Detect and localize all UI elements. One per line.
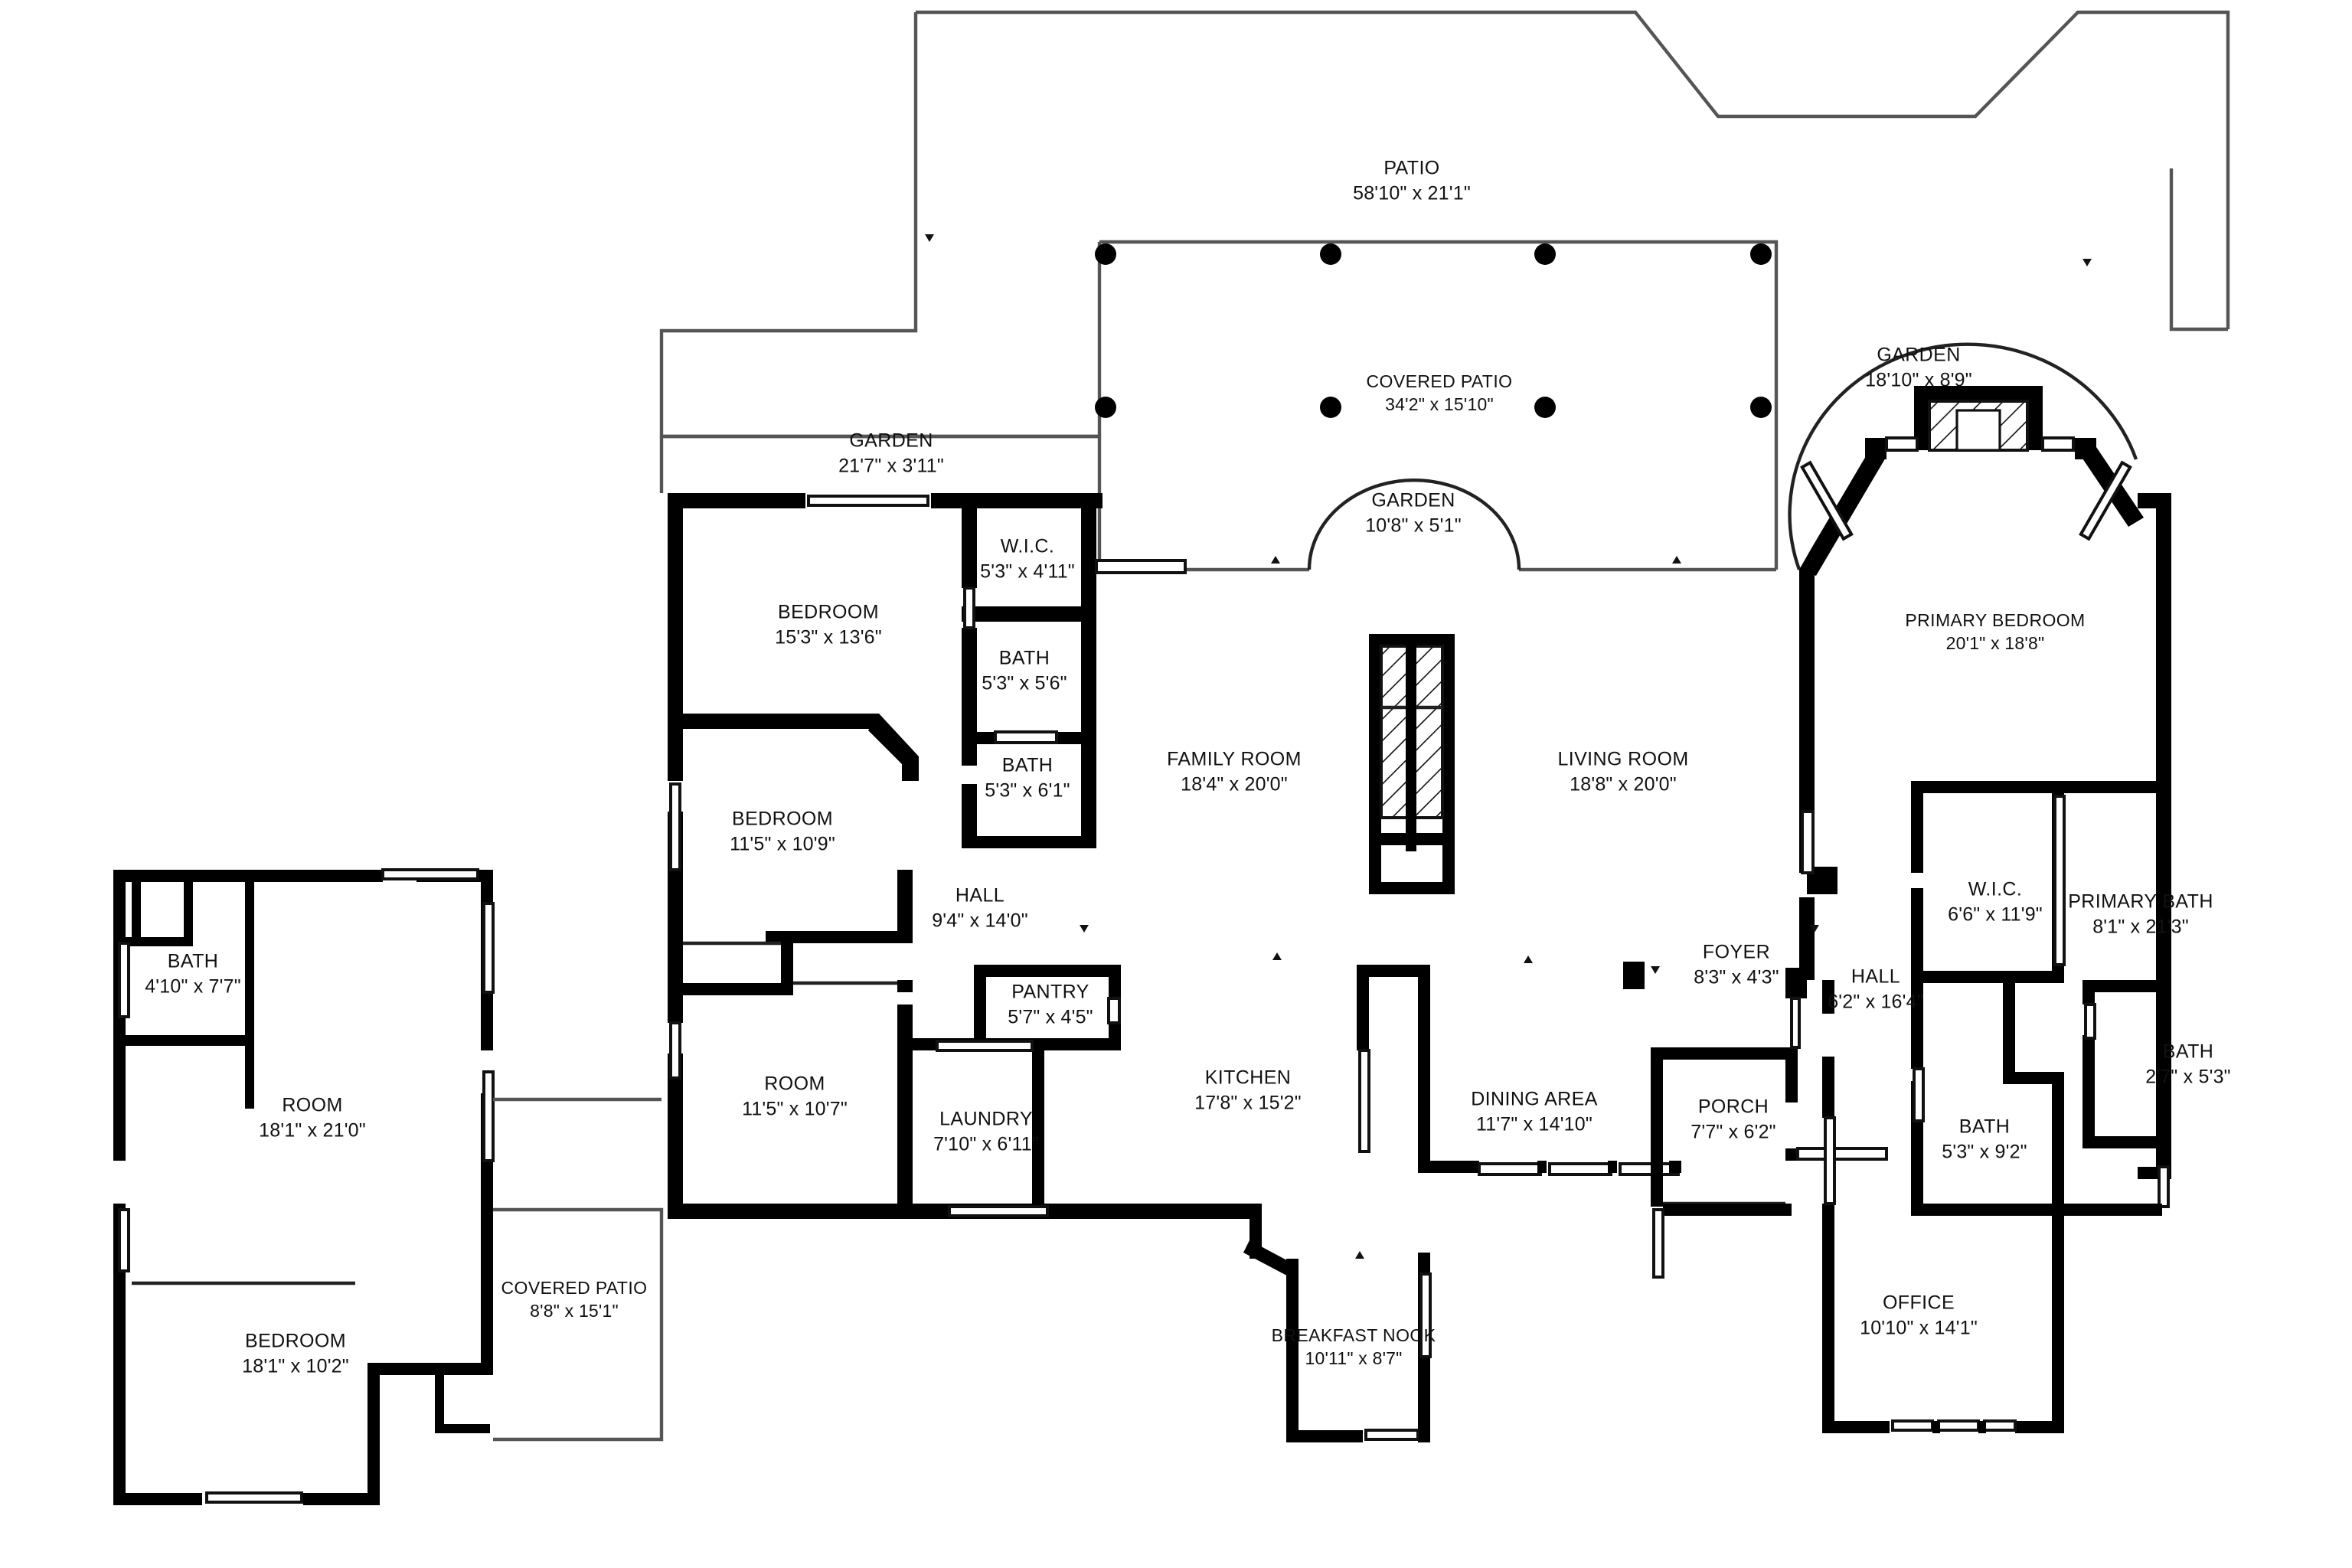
garden-center-arc xyxy=(1307,479,1521,570)
covered-patio-outline xyxy=(1097,240,1779,572)
garden-left-outline xyxy=(659,434,1099,493)
covered-patio-posts xyxy=(1095,243,1772,418)
fireplace-feature xyxy=(1369,634,1455,894)
dimension-ticks xyxy=(925,234,2092,1259)
main-house-walls xyxy=(668,386,2171,1442)
patio-outline xyxy=(659,10,2230,439)
detached-structure xyxy=(113,868,664,1505)
kitchen-island xyxy=(1357,965,1430,1161)
garden-right-arc xyxy=(1788,342,2138,570)
